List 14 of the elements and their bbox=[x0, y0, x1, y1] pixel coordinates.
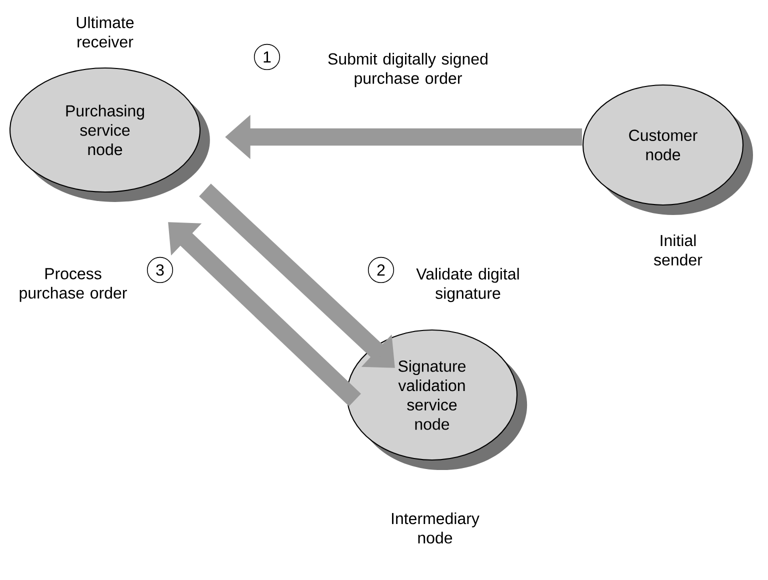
ellipse-node: Purchasing service node bbox=[9, 67, 210, 202]
edge-label: Submit digitally signed purchase order bbox=[328, 52, 488, 88]
node-caption: Ultimate receiver bbox=[76, 16, 134, 48]
ellipse-node: Signature validation service node bbox=[346, 329, 528, 470]
step-number: 2 bbox=[368, 256, 394, 284]
edge-label: Process purchase order bbox=[20, 268, 127, 302]
step-number: 1 bbox=[254, 44, 280, 70]
ellipse-node: Customer node bbox=[582, 84, 753, 215]
node-caption: Intermediary node bbox=[392, 512, 480, 544]
block-arrow bbox=[199, 184, 395, 368]
block-arrow bbox=[168, 222, 361, 406]
node-caption: Initial sender bbox=[654, 234, 702, 266]
step-number: 3 bbox=[146, 256, 174, 284]
edge-label: Validate digital signature bbox=[416, 268, 519, 302]
